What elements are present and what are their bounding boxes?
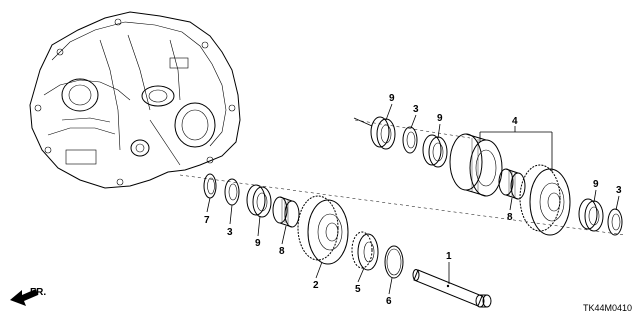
callout-7: 7: [204, 215, 210, 226]
callout-6: 6: [386, 296, 392, 307]
callout-2: 2: [313, 280, 319, 291]
callout-8: 8: [279, 246, 285, 257]
callout-3: 3: [413, 104, 419, 115]
callout-1: 1: [446, 251, 452, 262]
callout-9: 9: [389, 93, 395, 104]
callout-labels: 9 3 9 4 8 9 3 7 3 9 8 2 5 6 1: [204, 93, 622, 307]
transmission-housing: [29, 11, 241, 189]
part-hub-5: [351, 231, 379, 271]
part-snap-ring-6: [384, 245, 404, 279]
part-thrust-washer-3-upper: [402, 126, 418, 154]
part-bearing-9-mid: [422, 134, 448, 168]
diagram-code: TK44M0410: [582, 303, 632, 313]
callout-9: 9: [255, 238, 261, 249]
part-needle-bearing-8-lower: [272, 196, 300, 228]
part-needle-bearing-8-upper: [498, 168, 526, 200]
part-shaft-1: [412, 269, 492, 308]
callout-4: 4: [512, 116, 518, 127]
callout-3: 3: [616, 185, 622, 196]
callout-5: 5: [355, 284, 361, 295]
callout-3: 3: [227, 227, 233, 238]
part-bearing-9-upper: [370, 116, 396, 150]
part-bearing-9-right: [578, 198, 604, 232]
part-bearing-9-lower: [246, 184, 272, 218]
leader-lines: [206, 103, 620, 295]
part-washer-7: [203, 173, 217, 199]
part-thrust-washer-3-lower: [224, 178, 240, 206]
part-gear-4: [519, 164, 571, 236]
front-direction-label: FR.: [30, 287, 47, 298]
callout-8: 8: [507, 212, 513, 223]
front-direction-arrow-icon: [10, 289, 38, 306]
callout-9: 9: [593, 179, 599, 190]
part-thrust-washer-3-right: [607, 208, 623, 236]
part-sleeve-4: [449, 133, 503, 197]
callout-9: 9: [437, 113, 443, 124]
part-gear-2: [297, 195, 349, 265]
assembly-axis: [179, 119, 626, 236]
